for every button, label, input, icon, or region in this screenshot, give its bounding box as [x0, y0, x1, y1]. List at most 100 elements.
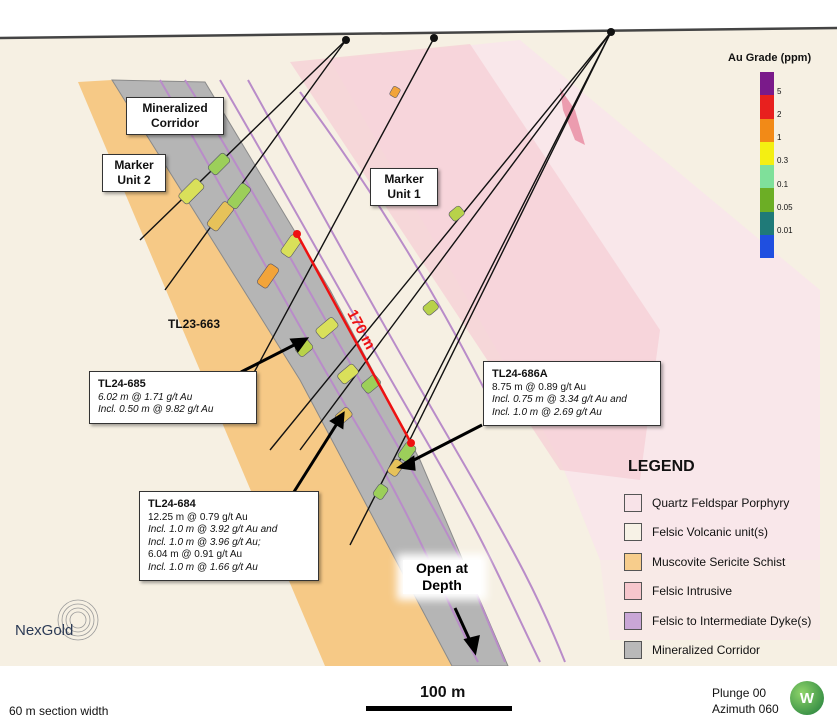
- grade-swatch: [760, 72, 774, 96]
- felsic-intrusive-lens: [560, 88, 585, 145]
- legend-label: Felsic Intrusive: [652, 584, 733, 599]
- callout-hole-id: TL24-685: [98, 378, 146, 390]
- measure-end: [407, 439, 415, 447]
- grade-tick: 0.3: [777, 156, 789, 165]
- grade-tick: 0.1: [777, 180, 789, 189]
- callout-line: 6.02 m @ 1.71 g/t Au: [98, 391, 193, 403]
- footer-bar: [0, 666, 837, 724]
- assay-interval: [257, 263, 279, 289]
- grade-scale-title: Au Grade (ppm): [728, 52, 812, 64]
- arrow-tl24-685: [240, 340, 301, 374]
- legend-label: Felsic to Intermediate Dyke(s): [652, 613, 812, 628]
- legend-item: Mineralized Corridor: [624, 636, 834, 666]
- brand-name: NexGold: [15, 622, 73, 639]
- grade-swatch: [760, 234, 774, 258]
- drill-trace-5: [394, 31, 612, 471]
- arrow-head: [289, 337, 310, 353]
- drill-trace-3: [249, 37, 435, 381]
- azimuth-label: Azimuth 060: [712, 702, 779, 716]
- assay-interval: [389, 86, 401, 98]
- grade-swatch: [760, 211, 774, 235]
- collar-3: [607, 28, 615, 36]
- assay-interval: [315, 317, 339, 339]
- arrow-tl24-684: [290, 421, 340, 496]
- callout-line: Incl. 0.75 m @ 3.34 g/t Au and: [492, 394, 627, 405]
- legend-label: Mineralized Corridor: [652, 643, 761, 658]
- drill-trace-tl24-686a: [349, 31, 612, 546]
- assay-interval: [448, 205, 465, 222]
- grade-tick: 1: [777, 133, 782, 142]
- collar-2: [430, 34, 438, 42]
- legend-swatch: [624, 611, 642, 630]
- porphyry-lower: [600, 560, 820, 640]
- legend-swatch: [624, 493, 642, 512]
- grade-color-bar: [760, 72, 774, 258]
- grade-swatch: [760, 118, 774, 142]
- label-marker-unit-1: Marker Unit 1: [370, 168, 438, 206]
- legend-swatch: [624, 552, 642, 571]
- callout-line: 8.75 m @ 0.89 g/t Au: [492, 381, 587, 393]
- assay-interval: [422, 299, 439, 316]
- legend-swatch: [624, 582, 642, 601]
- nexgold-logo-mark: [57, 599, 99, 641]
- grade-swatch: [760, 165, 774, 189]
- callout-line: Incl. 1.0 m @ 2.69 g/t Au: [492, 406, 602, 418]
- arrow-head: [396, 455, 416, 471]
- callout-hole-id: TL24-684: [148, 498, 196, 510]
- grade-tick: 2: [777, 110, 782, 119]
- arrow-head: [463, 634, 480, 656]
- legend-item: Felsic Volcanic unit(s): [624, 518, 834, 548]
- collar-1: [342, 36, 350, 44]
- drill-trace-2: [164, 39, 347, 291]
- assay-interval: [387, 458, 404, 477]
- au-grade-scale: Au Grade (ppm) 5 2 1 0.3 0.1 0.05 0.01: [728, 52, 831, 258]
- section-width-label: 60 m section width: [9, 704, 109, 718]
- callout-tl24-686a: TL24-686A 8.75 m @ 0.89 g/t Au Incl. 0.7…: [483, 361, 661, 426]
- legend-item: Muscovite Sericite Schist: [624, 547, 834, 577]
- callout-line: Incl. 1.0 m @ 3.96 g/t Au;: [148, 536, 261, 548]
- legend: LEGEND Quartz Feldspar Porphyry Felsic V…: [624, 458, 834, 665]
- arrow-head: [329, 411, 345, 430]
- above-surface: [0, 0, 837, 38]
- assay-intervals: [178, 86, 465, 500]
- legend-title: LEGEND: [628, 458, 695, 475]
- legend-item: Quartz Feldspar Porphyry: [624, 488, 834, 518]
- arrow-tl24-686a: [407, 423, 483, 465]
- open-at-depth-label: Open at Depth: [403, 560, 481, 594]
- drill-trace-1: [139, 39, 347, 241]
- scale-label: 100 m: [420, 684, 466, 701]
- assay-interval: [227, 182, 251, 210]
- grade-swatch: [760, 188, 774, 212]
- grade-swatch: [760, 95, 774, 119]
- callout-arrows: [240, 337, 483, 656]
- grade-tick: 0.01: [777, 226, 793, 235]
- drill-traces: [139, 31, 612, 546]
- label-marker-unit-2: Marker Unit 2: [102, 154, 166, 192]
- drill-label-tl23-663: TL23-663: [168, 317, 220, 331]
- drill-collars: [342, 28, 615, 44]
- callout-line: Incl. 1.0 m @ 3.92 g/t Au and: [148, 524, 278, 535]
- drill-trace-tl24-685: [269, 31, 612, 451]
- legend-item: Felsic Intrusive: [624, 577, 834, 607]
- measure-line: [295, 233, 413, 444]
- callout-line: Incl. 1.0 m @ 1.66 g/t Au: [148, 561, 258, 573]
- legend-label: Quartz Feldspar Porphyry: [652, 495, 790, 510]
- assay-interval: [207, 152, 231, 176]
- muscovite-sericite-schist: [78, 80, 452, 666]
- legend-label: Muscovite Sericite Schist: [652, 554, 786, 569]
- company-logo-icon: W: [790, 681, 824, 715]
- callout-line: 6.04 m @ 0.91 g/t Au: [148, 549, 243, 560]
- callout-tl24-684: TL24-684 12.25 m @ 0.79 g/t Au Incl. 1.0…: [139, 491, 319, 581]
- drill-trace-tl24-684: [299, 31, 612, 451]
- section-drawing: 170 m NexGold TL23-663: [0, 0, 837, 667]
- legend-label: Felsic Volcanic unit(s): [652, 525, 769, 540]
- ground-surface: [0, 26, 837, 40]
- assay-interval: [178, 178, 205, 205]
- legend-swatch: [624, 523, 642, 542]
- legend-swatch: [624, 641, 642, 660]
- label-mineralized-corridor: Mineralized Corridor: [126, 97, 224, 135]
- legend-item: Felsic to Intermediate Dyke(s): [624, 606, 834, 636]
- grade-tick: 5: [777, 87, 782, 96]
- assay-interval: [372, 483, 389, 500]
- measure-start: [293, 230, 301, 238]
